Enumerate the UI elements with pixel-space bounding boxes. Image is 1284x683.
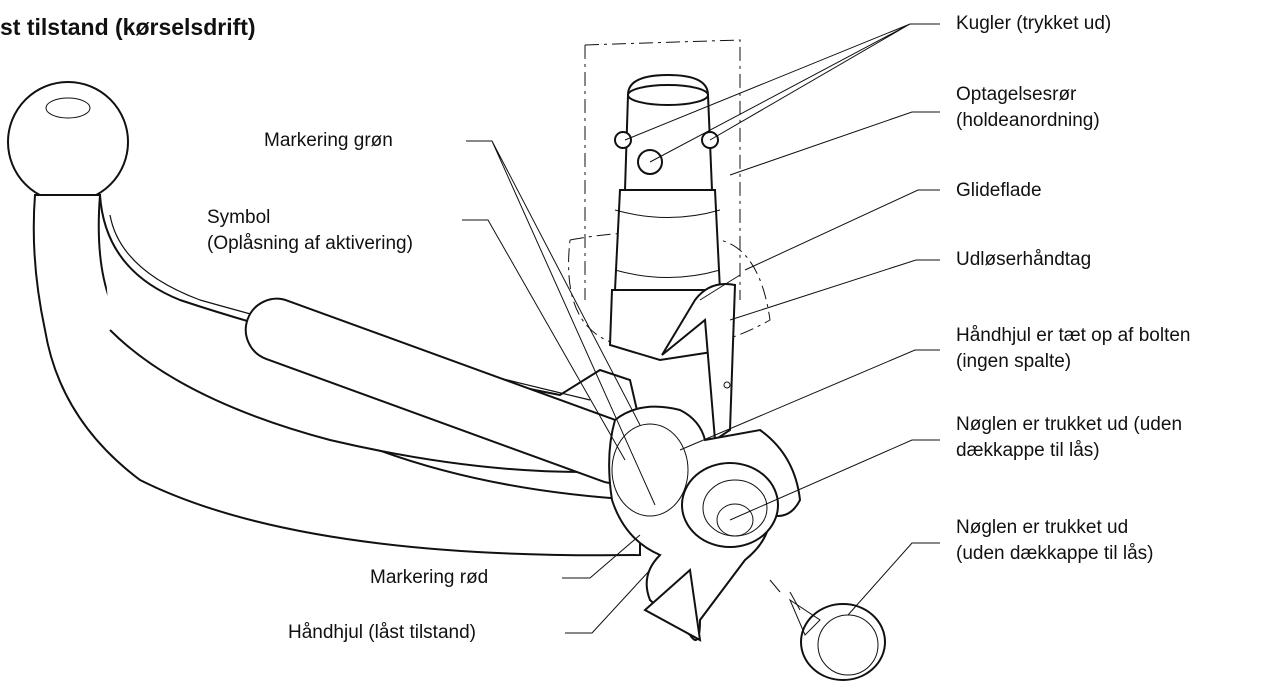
label-markering-roed-line1: Markering rød — [370, 567, 489, 588]
leader-lines — [462, 23, 940, 634]
diagram-title: st tilstand (kørselsdrift) — [0, 14, 256, 40]
label-markering-groen-line1: Markering grøn — [264, 130, 393, 151]
label-haandhjul-taet-line2: (ingen spalte) — [956, 351, 1072, 372]
label-haandhjul-laast: Håndhjul (låst tilstand) — [288, 620, 476, 646]
label-haandhjul-laast-line1: Håndhjul (låst tilstand) — [288, 622, 476, 643]
label-noeglen-2: Nøglen er trukket ud (uden dækkappe til … — [956, 515, 1154, 567]
label-optagelsesror-line1: Optagelsesrør — [956, 84, 1077, 105]
label-symbol: Symbol (Oplåsning af aktivering) — [207, 205, 413, 257]
label-markering-roed: Markering rød — [370, 565, 488, 591]
label-noeglen-1-line1: Nøglen er trukket ud (uden — [956, 414, 1183, 435]
label-noeglen-2-line1: Nøglen er trukket ud — [956, 517, 1129, 538]
handwheel — [608, 405, 802, 642]
release-lever — [661, 274, 741, 442]
label-markering-groen: Markering grøn — [264, 128, 393, 154]
label-udloeserhaandtag-line1: Udløserhåndtag — [956, 249, 1092, 270]
label-glideflade-line1: Glideflade — [956, 180, 1042, 201]
locking-bolt — [608, 73, 727, 362]
label-symbol-line1: Symbol — [207, 207, 271, 228]
label-noeglen-1-line2: dækkappe til lås) — [956, 440, 1100, 461]
label-kugler-line1: Kugler (trykket ud) — [956, 13, 1112, 34]
label-symbol-line2: (Oplåsning af aktivering) — [207, 233, 413, 254]
label-haandhjul-taet: Håndhjul er tæt op af bolten (ingen spal… — [956, 323, 1191, 375]
label-kugler: Kugler (trykket ud) — [956, 11, 1111, 37]
label-optagelsesror-line2: (holdeanordning) — [956, 110, 1100, 131]
label-noeglen-2-line2: (uden dækkappe til lås) — [956, 543, 1154, 564]
label-optagelsesror: Optagelsesrør (holdeanordning) — [956, 82, 1100, 134]
label-noeglen-1: Nøglen er trukket ud (uden dækkappe til … — [956, 412, 1182, 464]
label-haandhjul-taet-line1: Håndhjul er tæt op af bolten — [956, 325, 1191, 346]
removed-key — [769, 579, 886, 681]
label-glideflade: Glideflade — [956, 178, 1042, 204]
label-udloeserhaandtag: Udløserhåndtag — [956, 247, 1091, 273]
